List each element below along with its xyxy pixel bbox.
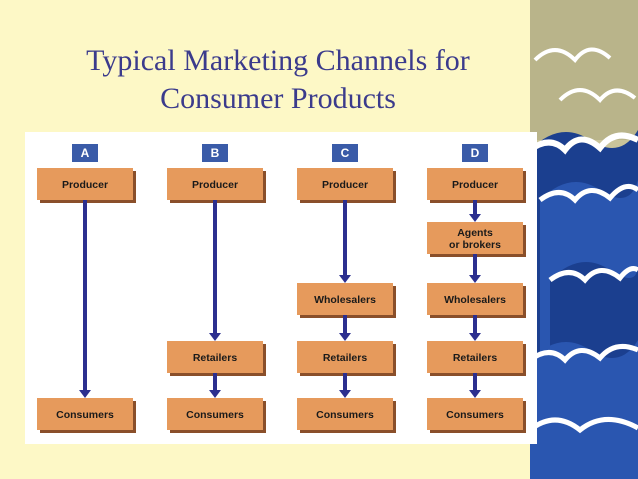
slide-title-line-2: Consumer Products bbox=[160, 82, 396, 115]
step-label: Wholesalers bbox=[444, 294, 506, 306]
channel-tab-label: B bbox=[211, 146, 220, 160]
channel-a-step-box: Consumers bbox=[37, 398, 136, 433]
flow-arrow bbox=[209, 200, 221, 341]
channel-a-step-box: Producer bbox=[37, 168, 136, 203]
step-label: Consumers bbox=[446, 409, 504, 421]
step-label: Consumers bbox=[56, 409, 114, 421]
step-label: Producer bbox=[452, 179, 498, 191]
step-label: Consumers bbox=[316, 409, 374, 421]
flow-arrow bbox=[469, 200, 481, 222]
channel-tab-d: D bbox=[462, 144, 488, 162]
channel-tab-a: A bbox=[72, 144, 98, 162]
step-label: Consumers bbox=[186, 409, 244, 421]
channel-d-step-box: Consumers bbox=[427, 398, 526, 433]
wave-decoration-image bbox=[530, 0, 638, 479]
step-label: Retailers bbox=[193, 352, 238, 364]
step-label: Agents bbox=[457, 227, 493, 239]
step-label: Retailers bbox=[323, 352, 368, 364]
channel-b-step-box: Consumers bbox=[167, 398, 266, 433]
flow-arrow bbox=[209, 373, 221, 398]
channel-tab-label: C bbox=[341, 146, 350, 160]
channel-c-step-box: Retailers bbox=[297, 341, 396, 376]
channel-tab-b: B bbox=[202, 144, 228, 162]
step-label: or brokers bbox=[449, 239, 501, 251]
flow-arrow bbox=[79, 200, 91, 398]
channel-d-step-box: Retailers bbox=[427, 341, 526, 376]
channel-b-step-box: Retailers bbox=[167, 341, 266, 376]
channel-d-step-box: Wholesalers bbox=[427, 283, 526, 318]
step-label: Producer bbox=[322, 179, 368, 191]
step-label: Retailers bbox=[453, 352, 498, 364]
channel-tab-label: D bbox=[471, 146, 480, 160]
step-label: Producer bbox=[62, 179, 108, 191]
flow-arrow bbox=[469, 254, 481, 283]
flow-arrow bbox=[339, 200, 351, 283]
slide-title-line-1: Typical Marketing Channels for bbox=[86, 44, 470, 77]
step-label: Producer bbox=[192, 179, 238, 191]
slide-title: Typical Marketing Channels for Consumer … bbox=[28, 42, 528, 118]
flow-arrow bbox=[339, 373, 351, 398]
channel-c-step-box: Consumers bbox=[297, 398, 396, 433]
channel-b-step-box: Producer bbox=[167, 168, 266, 203]
flow-arrow bbox=[339, 315, 351, 341]
step-label: Wholesalers bbox=[314, 294, 376, 306]
channel-tab-label: A bbox=[81, 146, 90, 160]
channel-tab-c: C bbox=[332, 144, 358, 162]
channel-c-step-box: Producer bbox=[297, 168, 396, 203]
flow-arrow bbox=[469, 315, 481, 341]
flow-arrow bbox=[469, 373, 481, 398]
channel-d-step-box: Producer bbox=[427, 168, 526, 203]
channel-c-step-box: Wholesalers bbox=[297, 283, 396, 318]
